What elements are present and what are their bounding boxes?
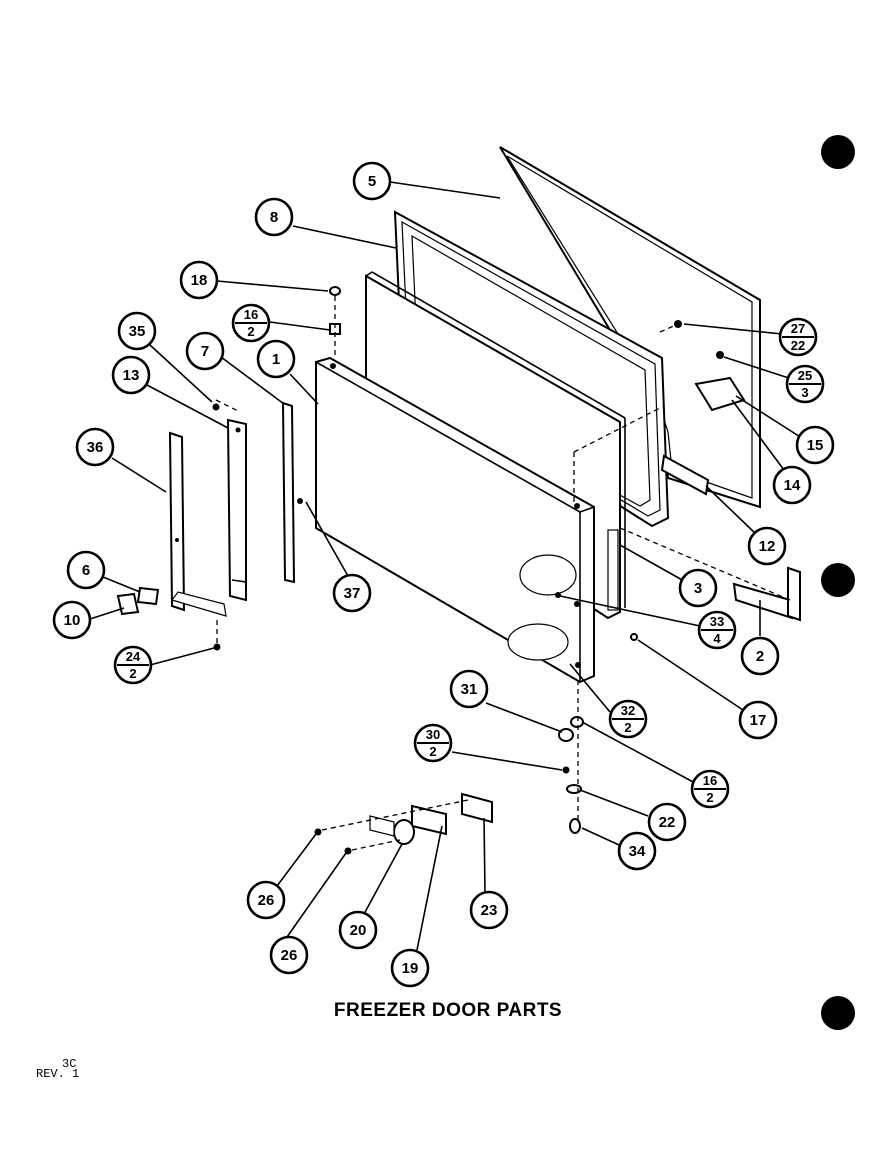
svg-text:37: 37: [344, 585, 361, 602]
callout-8: 8: [254, 197, 294, 237]
diagram-caption: FREEZER DOOR PARTS: [333, 1000, 563, 1021]
callout-35: 35: [117, 311, 157, 351]
small-hardware: [212, 286, 724, 855]
svg-text:3: 3: [801, 385, 808, 400]
callout-5: 5: [352, 161, 392, 201]
svg-text:26: 26: [281, 947, 298, 964]
part-19-hinge-plate: [411, 804, 447, 836]
svg-text:27: 27: [791, 321, 805, 336]
callout-37: 37: [332, 573, 372, 613]
svg-text:2: 2: [706, 790, 713, 805]
callout-24-2: 24 2: [113, 645, 153, 685]
svg-text:6: 6: [82, 562, 90, 579]
callout-18: 18: [179, 260, 219, 300]
callout-26-upper: 26: [246, 880, 286, 920]
svg-text:24: 24: [126, 649, 141, 664]
svg-text:7: 7: [201, 343, 209, 360]
callout-16-2-lower: 16 2: [690, 769, 730, 809]
revision-number: 1: [72, 1067, 80, 1081]
svg-text:31: 31: [461, 681, 478, 698]
svg-text:2: 2: [429, 744, 436, 759]
svg-text:2: 2: [129, 666, 136, 681]
svg-text:2: 2: [756, 648, 764, 665]
callout-17: 17: [738, 700, 778, 740]
callout-7: 7: [185, 331, 225, 371]
part-7-trim-strip: [281, 401, 296, 584]
callout-23: 23: [469, 890, 509, 930]
svg-text:19: 19: [402, 960, 419, 977]
part-6-clip: [136, 586, 160, 606]
svg-text:34: 34: [629, 843, 646, 860]
binder-hole-top: [821, 135, 855, 169]
part-20-hinge-bushing: [369, 815, 415, 845]
callout-13: 13: [111, 355, 151, 395]
part-23-hinge-bracket: [461, 792, 493, 824]
binder-hole-middle: [821, 563, 855, 597]
callout-12: 12: [747, 526, 787, 566]
part-10-plug: [116, 592, 140, 616]
callout-19: 19: [390, 948, 430, 988]
svg-text:16: 16: [703, 773, 717, 788]
svg-text:14: 14: [784, 477, 801, 494]
callout-14: 14: [772, 465, 812, 505]
svg-text:25: 25: [798, 368, 812, 383]
callout-22: 22: [647, 802, 687, 842]
part-36-side-trim: [168, 431, 227, 617]
callout-34: 34: [617, 831, 657, 871]
part-2-hinge: [732, 566, 801, 622]
callout-1: 1: [256, 339, 296, 379]
svg-text:3: 3: [694, 580, 702, 597]
svg-text:13: 13: [123, 367, 140, 384]
svg-text:33: 33: [710, 614, 724, 629]
callout-25-3: 25 3: [785, 364, 825, 404]
svg-text:5: 5: [368, 173, 376, 190]
svg-text:32: 32: [621, 703, 635, 718]
callout-15: 15: [795, 425, 835, 465]
revision-mark: REV. 1 3C: [36, 1058, 80, 1081]
svg-text:2: 2: [624, 720, 631, 735]
part-14-top-hinge: [694, 376, 746, 412]
svg-text:20: 20: [350, 922, 367, 939]
svg-text:17: 17: [750, 712, 767, 729]
callout-30-2: 30 2: [413, 723, 453, 763]
svg-text:1: 1: [272, 351, 280, 368]
revision-prefix: REV.: [36, 1067, 65, 1081]
callout-31: 31: [449, 669, 489, 709]
callout-16-2-upper: 16 2: [231, 303, 271, 343]
callout-26-lower: 26: [269, 935, 309, 975]
svg-text:15: 15: [807, 437, 824, 454]
svg-text:18: 18: [191, 272, 208, 289]
leader-lines: [89, 181, 806, 951]
svg-text:22: 22: [791, 338, 805, 353]
callout-36: 36: [75, 427, 115, 467]
callout-20: 20: [338, 910, 378, 950]
part-12-hinge-bracket: [660, 454, 710, 496]
revision-superscript: 3C: [62, 1057, 77, 1071]
binder-hole-bottom: [821, 996, 855, 1030]
callout-3: 3: [678, 568, 718, 608]
callout-6: 6: [66, 550, 106, 590]
callout-32-2: 32 2: [608, 699, 648, 739]
callout-2: 2: [740, 636, 780, 676]
svg-text:8: 8: [270, 209, 278, 226]
svg-text:26: 26: [258, 892, 275, 909]
svg-text:23: 23: [481, 902, 498, 919]
callout-33-4: 33 4: [697, 610, 737, 650]
svg-text:2: 2: [247, 324, 254, 339]
svg-text:22: 22: [659, 814, 676, 831]
svg-text:12: 12: [759, 538, 776, 555]
svg-text:4: 4: [713, 631, 721, 646]
svg-text:16: 16: [244, 307, 258, 322]
svg-text:30: 30: [426, 727, 440, 742]
part-1-outer-door-panel: [315, 356, 595, 684]
svg-text:10: 10: [64, 612, 81, 629]
callout-27-22: 27 22: [778, 317, 818, 357]
part-13-handle-trim: [226, 418, 247, 602]
assembly-lines: [215, 296, 791, 851]
callout-10: 10: [52, 600, 92, 640]
svg-text:36: 36: [87, 439, 104, 456]
svg-text:35: 35: [129, 323, 146, 340]
